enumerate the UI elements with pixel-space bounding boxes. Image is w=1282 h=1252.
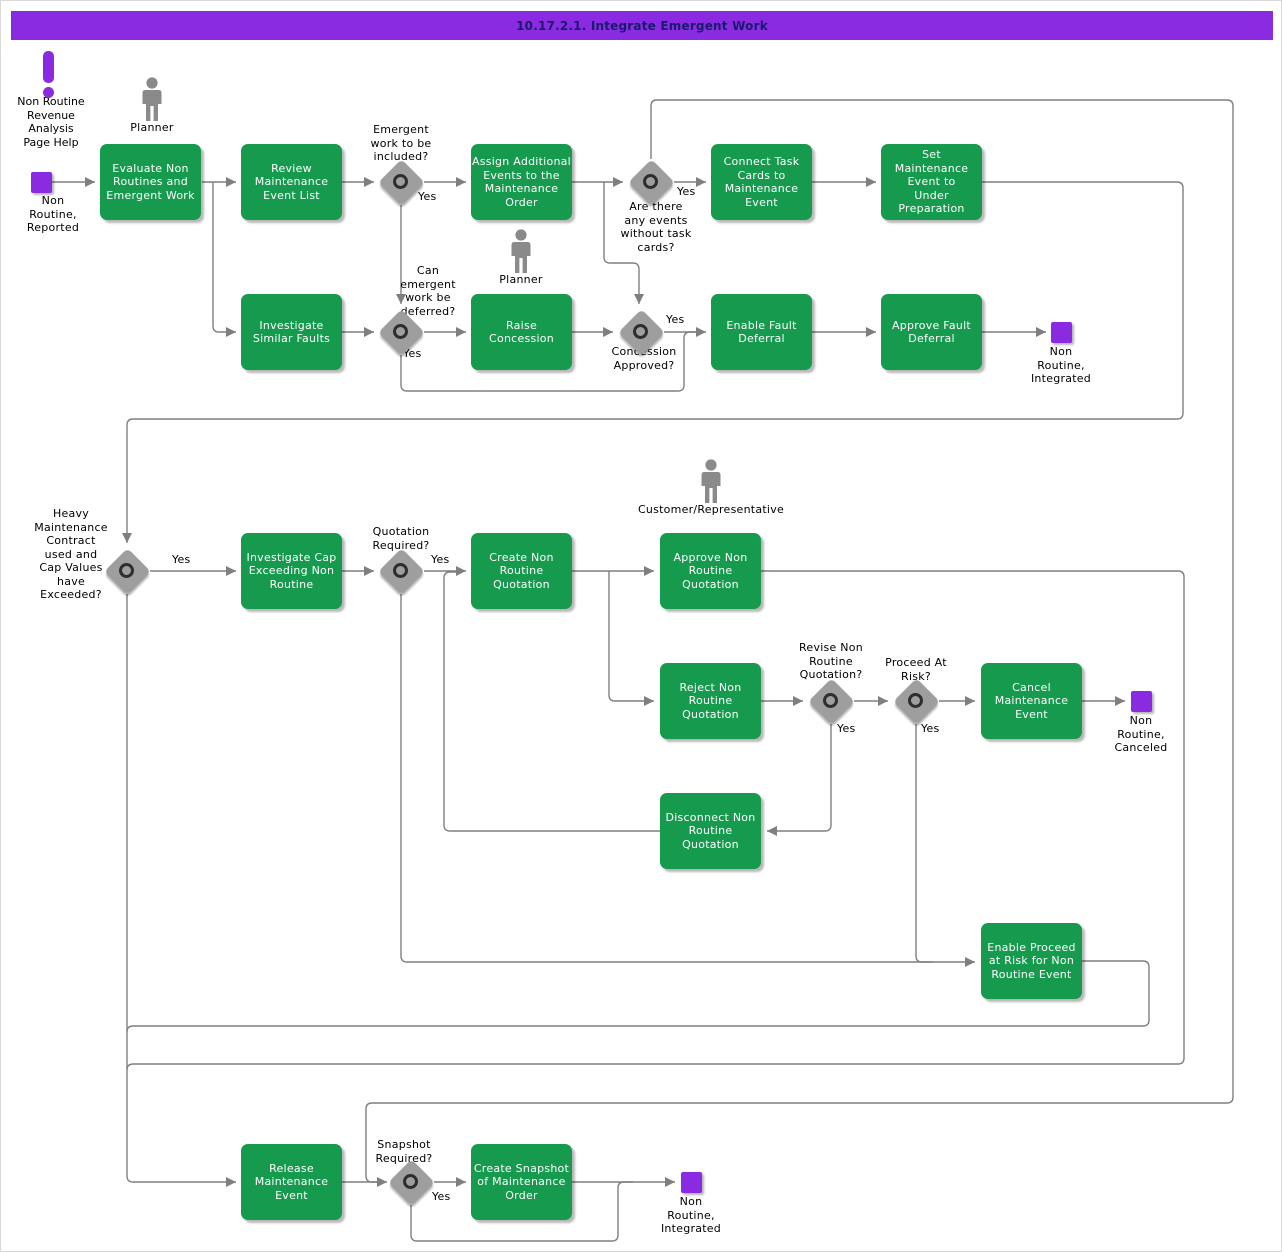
activity-reject-non-routine-quotation[interactable]: Reject Non Routine Quotation xyxy=(660,663,761,739)
edge-label-yes: Yes xyxy=(403,347,422,360)
end-node-label: Non Routine, Integrated xyxy=(1030,345,1092,385)
decision-label-revise-quotation: Revise Non Routine Quotation? xyxy=(799,641,863,681)
edge-branch-investigate-similar xyxy=(212,182,236,337)
page-help-link[interactable]: Non Routine Revenue Analysis Page Help xyxy=(17,95,85,149)
activity-enable-fault-deferral[interactable]: Enable Fault Deferral xyxy=(711,294,812,370)
activity-enable-proceed-at-risk[interactable]: Enable Proceed at Risk for Non Routine E… xyxy=(981,923,1082,999)
activity-raise-concession[interactable]: Raise Concession xyxy=(471,294,572,370)
activity-disconnect-non-routine-quotation[interactable]: Disconnect Non Routine Quotation xyxy=(660,793,761,869)
activity-review-maintenance-event-list[interactable]: Review Maintenance Event List xyxy=(241,144,342,220)
person-icon xyxy=(508,229,534,275)
activity-connect-task-cards[interactable]: Connect Task Cards to Maintenance Event xyxy=(711,144,812,220)
edge-heavy-no-release xyxy=(126,594,236,1187)
decision-ring-icon xyxy=(823,693,838,708)
edge-set-heavy-loop xyxy=(122,181,1184,543)
activity-approve-non-routine-quotation[interactable]: Approve Non Routine Quotation xyxy=(660,533,761,609)
activity-release-maintenance-event[interactable]: Release Maintenance Event xyxy=(241,1144,342,1220)
activity-create-non-routine-quotation[interactable]: Create Non Routine Quotation xyxy=(471,533,572,609)
decision-ring-icon xyxy=(908,693,923,708)
edge-disconnect-return xyxy=(443,571,660,832)
edge-label-yes: Yes xyxy=(677,185,696,198)
start-node xyxy=(31,172,52,193)
edge-events-no-snapshot-loop xyxy=(365,99,1234,1183)
decision-label-quotation-required: Quotation Required? xyxy=(372,525,430,552)
activity-assign-additional-events[interactable]: Assign Additional Events to the Maintena… xyxy=(471,144,572,220)
decision-ring-icon xyxy=(393,563,408,578)
edge-label-yes: Yes xyxy=(172,553,191,566)
edge-label-yes: Yes xyxy=(921,722,940,735)
activity-set-event-under-preparation[interactable]: Set Maintenance Event to Under Preparati… xyxy=(881,144,982,220)
end-node-integrated xyxy=(1051,322,1072,343)
edge-quotation-no-enableproceed xyxy=(400,594,975,967)
end-node-label: Non Routine, Integrated xyxy=(660,1195,722,1235)
end-node-canceled xyxy=(1131,691,1152,712)
decision-label-heavy-contract: Heavy Maintenance Contract used and Cap … xyxy=(34,507,108,601)
decision-ring-icon xyxy=(393,324,408,339)
decision-ring-icon xyxy=(633,324,648,339)
actor-label-planner: Planner xyxy=(499,273,543,286)
edge-label-yes: Yes xyxy=(431,553,450,566)
start-node-label: Non Routine, Reported xyxy=(26,194,80,234)
edge-revise-yes-disconnect xyxy=(767,724,832,836)
activity-approve-fault-deferral[interactable]: Approve Fault Deferral xyxy=(881,294,982,370)
activity-evaluate-non-routines[interactable]: Evaluate Non Routines and Emergent Work xyxy=(100,144,201,220)
person-icon xyxy=(698,459,724,505)
activity-create-snapshot[interactable]: Create Snapshot of Maintenance Order xyxy=(471,1144,572,1220)
actor-label-customer: Customer/Representative xyxy=(637,503,784,516)
page-help-icon[interactable] xyxy=(43,51,54,83)
activity-investigate-similar-faults[interactable]: Investigate Similar Faults xyxy=(241,294,342,370)
diagram-title-bar: 10.17.2.1. Integrate Emergent Work xyxy=(11,11,1273,40)
edge-proceed-yes-merge xyxy=(915,724,933,963)
edge-label-yes: Yes xyxy=(418,190,437,203)
page-help-icon-dot[interactable] xyxy=(43,87,54,98)
activity-investigate-cap-exceeding[interactable]: Investigate Cap Exceeding Non Routine xyxy=(241,533,342,609)
decision-label-can-defer: Can emergent work be deferred? xyxy=(400,264,456,318)
decision-label-snapshot-required: Snapshot Required? xyxy=(375,1138,433,1165)
page-title: 10.17.2.1. Integrate Emergent Work xyxy=(516,18,768,33)
decision-label-events-without-cards: Are there any events without task cards? xyxy=(620,200,692,254)
decision-ring-icon xyxy=(643,174,658,189)
edge-branch-concession-top xyxy=(603,182,644,304)
edge-enableproceed-loop xyxy=(126,960,1150,1033)
decision-ring-icon xyxy=(393,174,408,189)
edge-label-yes: Yes xyxy=(837,722,856,735)
decision-ring-icon xyxy=(403,1174,418,1189)
decision-ring-icon xyxy=(119,563,134,578)
decision-label-proceed-at-risk: Proceed At Risk? xyxy=(885,656,947,683)
actor-label-planner: Planner xyxy=(130,121,174,134)
edge-label-yes: Yes xyxy=(432,1190,451,1203)
edge-snapshot-no-merge xyxy=(410,1181,633,1242)
edge-defer-yes-merge xyxy=(400,331,699,392)
end-node-integrated xyxy=(681,1172,702,1193)
end-node-label: Non Routine, Canceled xyxy=(1114,714,1168,754)
edge-branch-rejectquotation xyxy=(608,571,654,706)
edge-label-yes: Yes xyxy=(666,313,685,326)
decision-label-emergent-included: Emergent work to be included? xyxy=(370,123,432,163)
person-icon xyxy=(139,77,165,123)
edge-approvequotation-release-loop xyxy=(126,570,1185,1071)
activity-cancel-maintenance-event[interactable]: Cancel Maintenance Event xyxy=(981,663,1082,739)
